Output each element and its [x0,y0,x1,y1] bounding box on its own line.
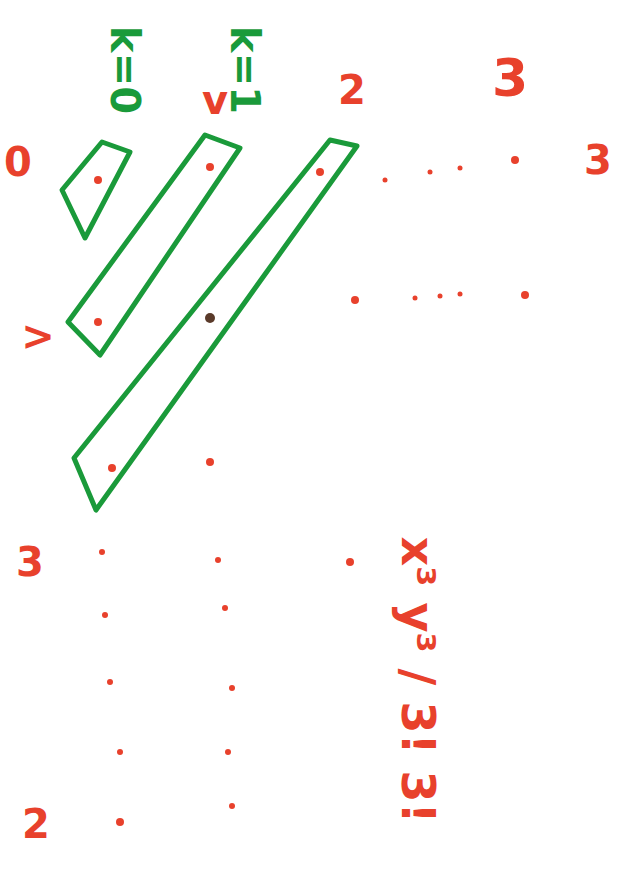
group-heading: k=0 [105,26,145,114]
index-label: > [21,316,55,356]
index-label: 3 [584,140,612,180]
formula: x³ y³ / 3! 3! [395,537,441,824]
index-label: 2 [22,804,50,844]
grid-dots [94,156,529,826]
index-label: 3 [16,542,44,582]
group-outline [60,15,250,365]
group-outline-path [68,135,240,355]
diagonal-group: k=1 [60,15,250,365]
diagonal-band [74,140,357,510]
diagonal-group: k=0 [55,15,145,250]
index-label: 2 [338,70,366,110]
index-label: v [202,80,228,120]
group-heading: k=1 [225,26,265,114]
index-label: 0 [4,142,32,182]
group-outline-path [62,142,130,238]
index-label: 3 [492,52,528,104]
